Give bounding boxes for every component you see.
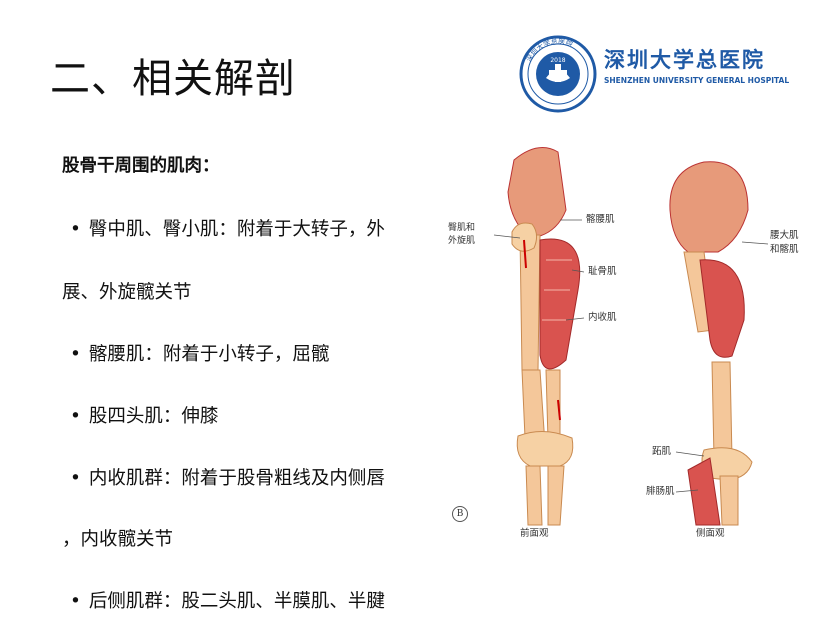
content-line: 后侧肌群：股二头肌、半膜肌、半腱 bbox=[70, 587, 385, 613]
content-line: 内收肌群：附着于股骨粗线及内侧唇 bbox=[70, 464, 385, 490]
label-psoas-line2: 和髂肌 bbox=[770, 244, 799, 255]
label-iliopsoas: 髂腰肌 bbox=[586, 214, 615, 225]
front-view-drawing bbox=[507, 147, 581, 526]
content-heading: 股骨干周围的肌肉： bbox=[62, 156, 220, 176]
label-gastrocnemius: 腓肠肌 bbox=[646, 486, 675, 497]
caption-front-view: 前面观 bbox=[520, 528, 549, 539]
thigh-muscle-illustration bbox=[493, 147, 769, 526]
emblem-year: 2018 bbox=[550, 57, 565, 64]
slide-title: 二、相关解剖 bbox=[50, 56, 296, 102]
hospital-name: 深圳大学总医院 bbox=[604, 47, 765, 72]
label-adductor: 内收肌 bbox=[588, 312, 617, 323]
label-plantaris: 跖肌 bbox=[652, 446, 672, 457]
label-gluteal-line2: 外旋肌 bbox=[448, 236, 476, 246]
caption-side-view: 侧面观 bbox=[696, 528, 725, 539]
content-line: ，内收髋关节 bbox=[62, 529, 174, 550]
hospital-emblem-icon: 2018 深圳大学总医院 bbox=[519, 35, 597, 113]
label-psoas-line1: 腰大肌 bbox=[770, 230, 799, 241]
hospital-logo: 2018 深圳大学总医院 深圳大学总医院 SHENZHEN UNIVERSITY… bbox=[518, 34, 789, 114]
anatomy-figure: 臀肌和 外旋肌 髂腰肌 耻骨肌 内收肌 腰大肌 和髂肌 跖肌 腓肠肌 前面观 侧… bbox=[448, 140, 799, 550]
leader-lines bbox=[493, 219, 769, 493]
panel-marker: B bbox=[452, 506, 468, 522]
content-line: 髂腰肌：附着于小转子，屈髋 bbox=[70, 340, 330, 366]
hospital-name-english: SHENZHEN UNIVERSITY GENERAL HOSPITAL bbox=[604, 76, 790, 85]
content-line: 展、外旋髋关节 bbox=[62, 282, 192, 303]
side-view-drawing bbox=[669, 161, 753, 526]
label-gluteal-line1: 臀肌和 bbox=[448, 223, 476, 233]
content-line: 股四头肌：伸膝 bbox=[70, 402, 219, 428]
label-pectineus: 耻骨肌 bbox=[588, 266, 617, 277]
content-line: 臀中肌、臀小肌：附着于大转子，外 bbox=[70, 215, 385, 241]
